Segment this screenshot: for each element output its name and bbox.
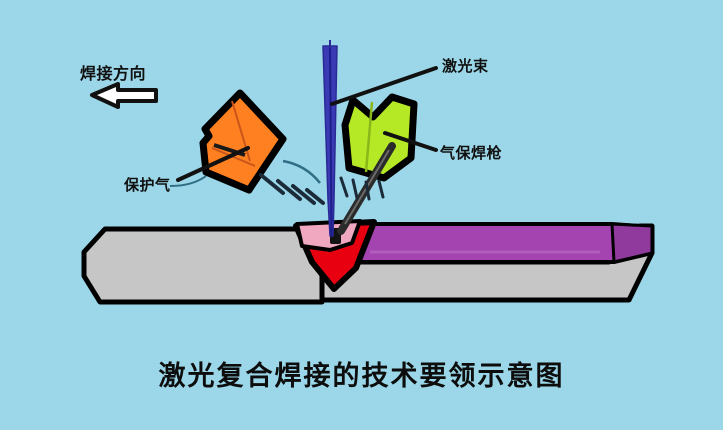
weld-seam-purple — [350, 222, 654, 264]
gas-flow-arrow-2 — [276, 179, 302, 201]
weld-seam-bevel-face — [610, 222, 654, 264]
completed-weld-seam-group — [350, 222, 654, 264]
laser-beam-group — [322, 40, 338, 237]
shielding-gas-nozzle — [199, 89, 287, 194]
leader-line-welding-gun — [383, 131, 438, 152]
label-shielding-gas: 保护气 — [124, 176, 171, 194]
label-welding-gun: 气保焊枪 — [440, 144, 503, 162]
nozzle-seam-line-1 — [231, 100, 251, 162]
spark-mark-2 — [351, 178, 359, 200]
shielding-gas-nozzle-group — [169, 89, 325, 205]
gun-seam-line — [364, 101, 374, 173]
gas-stream-curve-left — [169, 175, 207, 187]
spark-mark-4 — [377, 179, 385, 199]
gas-flow-arrow-3 — [291, 184, 316, 205]
welding-direction-arrow — [90, 82, 158, 109]
leader-lines — [176, 66, 438, 182]
welding-gun-group — [337, 93, 418, 235]
gas-flow-arrow-1 — [259, 173, 285, 195]
leader-line-laser-beam — [330, 66, 438, 106]
spark-mark-3 — [364, 180, 371, 201]
spark-mark-1 — [339, 176, 349, 198]
leader-line-shielding-gas — [176, 146, 250, 182]
gas-stream-curve — [282, 159, 321, 184]
nozzle-seam-line-2 — [211, 147, 256, 167]
laser-beam-core — [329, 47, 333, 237]
base-plate-left — [81, 226, 325, 305]
welding-gun-nozzle — [341, 93, 418, 182]
gas-flow-arrow-4 — [305, 188, 325, 205]
welding-direction-arrow-shape — [90, 82, 158, 109]
gas-flow-arrows — [259, 173, 325, 205]
spark-marks — [339, 176, 385, 201]
diagram-title: 激光复合焊接的技术要领示意图 — [158, 361, 565, 392]
label-welding-direction: 焊接方向 — [80, 64, 147, 83]
label-laser-beam: 激光束 — [442, 57, 489, 75]
